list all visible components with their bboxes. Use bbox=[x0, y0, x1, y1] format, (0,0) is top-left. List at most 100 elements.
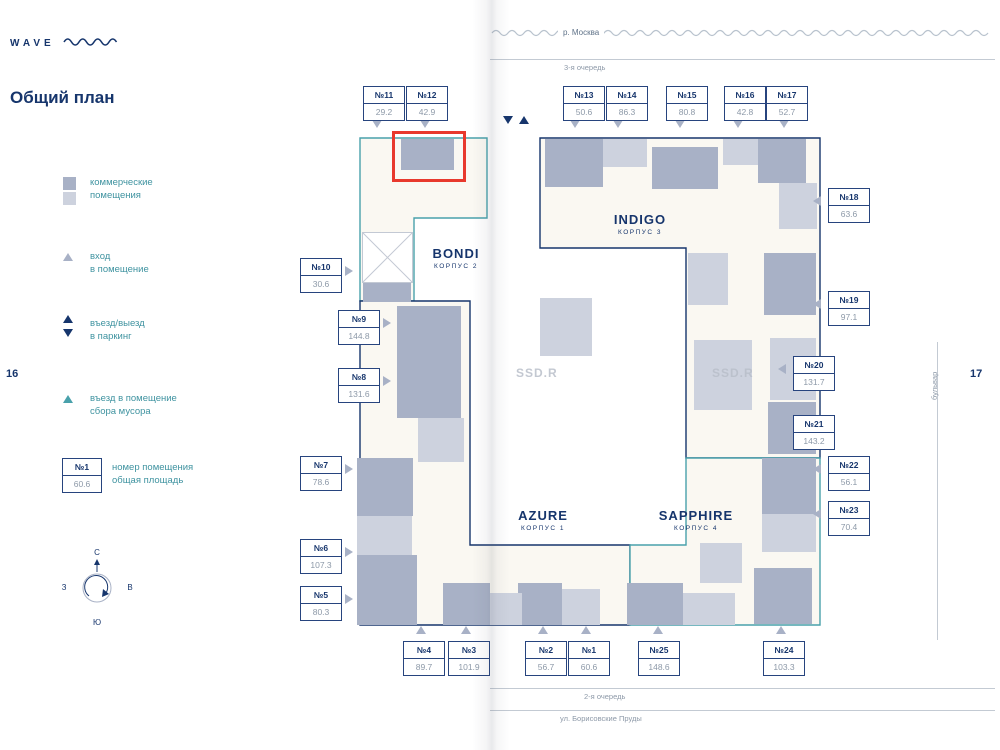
unit-label-№17[interactable]: №17 52.7 bbox=[766, 86, 808, 121]
unit-number: №8 bbox=[339, 369, 379, 386]
garbage-triangle-icon bbox=[63, 395, 73, 403]
unit-area: 131.6 bbox=[348, 389, 370, 399]
entrance-arrow-icon bbox=[653, 626, 663, 634]
phase3-label: 3-я очередь bbox=[564, 63, 606, 72]
page-title: Общий план bbox=[10, 88, 115, 107]
unit-block bbox=[357, 458, 413, 516]
legend-sample-area: 60.6 bbox=[73, 479, 91, 489]
unit-number: №2 bbox=[526, 642, 566, 659]
unit-block bbox=[357, 555, 417, 602]
unit-block bbox=[397, 360, 461, 418]
unit-number: №1 bbox=[569, 642, 609, 659]
unit-block bbox=[683, 593, 735, 625]
boulevard-label: бульвар bbox=[930, 371, 939, 400]
unit-area: 70.4 bbox=[840, 522, 858, 532]
legend-sample-label: номер помещения общая площадь bbox=[112, 462, 194, 486]
unit-area: 56.1 bbox=[840, 477, 858, 487]
unit-area: 52.7 bbox=[778, 107, 796, 117]
page-number-left: 16 bbox=[6, 368, 19, 380]
unit-label-№1[interactable]: №1 60.6 bbox=[568, 641, 610, 676]
entrance-arrow-icon bbox=[420, 120, 430, 128]
compass-south-label: Ю bbox=[93, 618, 102, 627]
unit-block bbox=[397, 306, 461, 360]
entrance-arrow-icon bbox=[538, 626, 548, 634]
entrance-arrow-icon bbox=[779, 120, 789, 128]
boulevard-line bbox=[937, 342, 938, 640]
unit-area: 78.6 bbox=[312, 477, 330, 487]
entrance-triangle-icon bbox=[63, 253, 73, 261]
unit-block bbox=[363, 283, 411, 302]
compass-rose-icon bbox=[82, 559, 112, 603]
unit-block bbox=[779, 183, 817, 229]
unit-label-№8[interactable]: №8 131.6 bbox=[338, 368, 380, 403]
phase2-label: 2-я очередь bbox=[584, 692, 626, 701]
building-label-bondi: BONDI КОРПУС 2 bbox=[432, 246, 480, 270]
unit-label-№7[interactable]: №7 78.6 bbox=[300, 456, 342, 491]
unit-block bbox=[518, 583, 562, 625]
unit-block bbox=[488, 593, 522, 625]
entrance-arrow-icon bbox=[416, 626, 426, 634]
legend-sample-number: №1 bbox=[63, 459, 101, 476]
river-label: р. Москва bbox=[558, 28, 605, 37]
building-label-azure: AZURE КОРПУС 1 bbox=[518, 508, 568, 532]
unit-area: 144.8 bbox=[348, 331, 370, 341]
entrance-arrow-icon bbox=[461, 626, 471, 634]
unit-label-№22[interactable]: №22 56.1 bbox=[828, 456, 870, 491]
parking-arrow-icon bbox=[503, 116, 513, 124]
unit-block bbox=[603, 139, 647, 167]
building-label-indigo: INDIGO КОРПУС 3 bbox=[613, 212, 667, 236]
unit-label-№10[interactable]: №10 30.6 bbox=[300, 258, 342, 293]
unit-label-№4[interactable]: №4 89.7 bbox=[403, 641, 445, 676]
commercial-dark-swatch-icon bbox=[63, 177, 76, 190]
unit-number: №17 bbox=[767, 87, 807, 104]
unit-number: №15 bbox=[667, 87, 707, 104]
unit-area: 42.9 bbox=[418, 107, 436, 117]
unit-number: №7 bbox=[301, 457, 341, 474]
entrance-arrow-icon bbox=[778, 364, 786, 374]
unit-number: №10 bbox=[301, 259, 341, 276]
unit-block bbox=[558, 589, 600, 625]
unit-number: №22 bbox=[829, 457, 869, 474]
logo-squiggle-icon bbox=[63, 38, 118, 46]
unit-block bbox=[754, 568, 812, 624]
highlight-selection-box[interactable] bbox=[392, 131, 466, 182]
unit-area: 107.3 bbox=[310, 560, 332, 570]
unit-block bbox=[418, 418, 464, 462]
unit-area: 60.6 bbox=[580, 662, 598, 672]
unit-area: 86.3 bbox=[618, 107, 636, 117]
entrance-arrow-icon bbox=[570, 120, 580, 128]
entrance-arrow-icon bbox=[613, 120, 623, 128]
unit-block bbox=[540, 298, 592, 356]
unit-area: 143.2 bbox=[803, 436, 825, 446]
unit-area: 89.7 bbox=[415, 662, 433, 672]
unit-block bbox=[357, 516, 412, 555]
unit-number: №4 bbox=[404, 642, 444, 659]
entrance-arrow-icon bbox=[345, 266, 353, 276]
unit-area: 131.7 bbox=[803, 377, 825, 387]
unit-block bbox=[762, 458, 816, 514]
entrance-arrow-icon bbox=[675, 120, 685, 128]
unit-block bbox=[652, 147, 718, 189]
parking-arrow-icon bbox=[519, 116, 529, 124]
unit-area: 30.6 bbox=[312, 279, 330, 289]
unit-area: 29.2 bbox=[375, 107, 393, 117]
